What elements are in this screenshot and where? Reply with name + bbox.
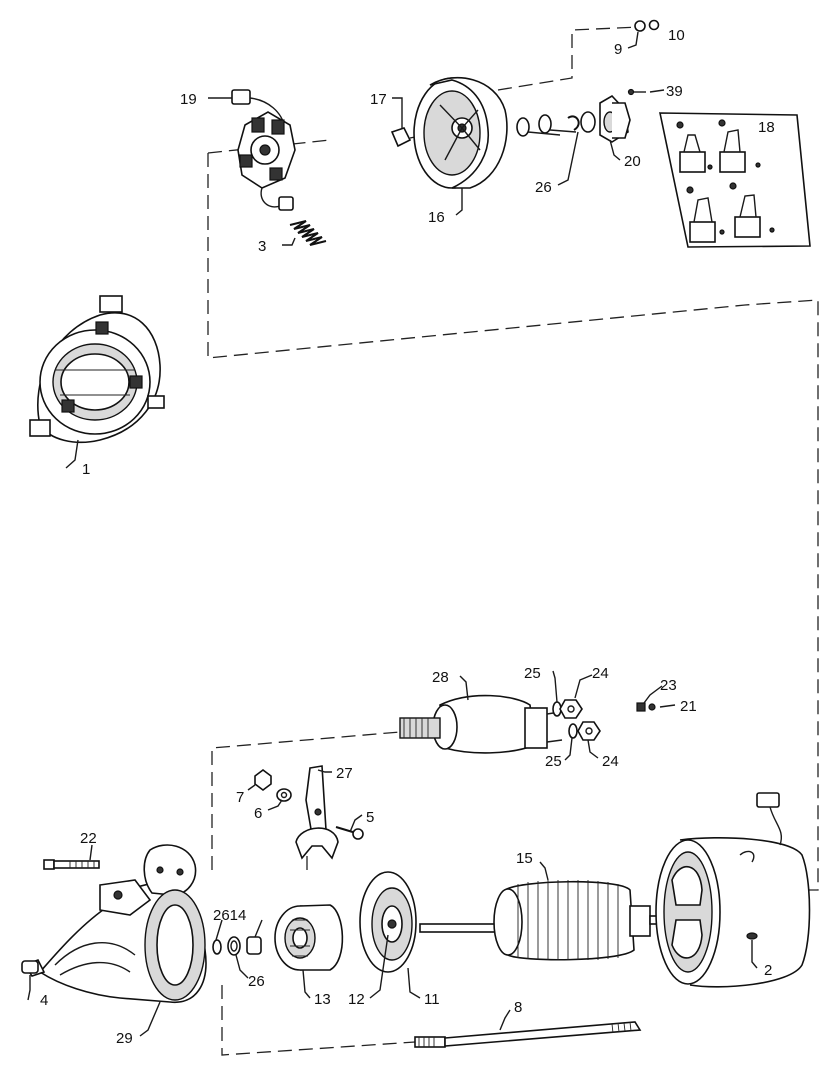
part-13-drive-pinion	[274, 904, 344, 971]
label-26-bottom: 26	[248, 973, 265, 990]
part-4-cap	[21, 960, 39, 974]
part-1-brush-holder	[29, 295, 165, 444]
label-4: 4	[40, 992, 48, 1009]
part-16-end-frame	[413, 77, 508, 189]
label-28: 28	[432, 669, 449, 686]
label-6: 6	[254, 805, 262, 822]
label-9: 9	[614, 41, 622, 58]
parts-14-26-washers	[212, 936, 262, 956]
label-25-top: 25	[524, 665, 541, 682]
label-10: 10	[668, 27, 685, 44]
part-8-through-bolt	[414, 1021, 642, 1048]
label-12: 12	[348, 991, 365, 1008]
label-27: 27	[336, 765, 353, 782]
part-22-bolt	[43, 859, 100, 870]
label-8: 8	[514, 999, 522, 1016]
part-15-armature	[419, 880, 666, 961]
label-5: 5	[366, 809, 374, 826]
label-22: 22	[80, 830, 97, 847]
label-1: 1	[82, 461, 90, 478]
label-13: 13	[314, 991, 331, 1008]
part-28-solenoid	[399, 694, 563, 754]
label-26-top: 26	[535, 179, 552, 196]
label-25-bottom: 25	[545, 753, 562, 770]
label-11: 11	[424, 991, 440, 1008]
label-21: 21	[680, 698, 697, 715]
part-29-drive-housing	[23, 844, 207, 1004]
part-11-12-intermediate-plate	[359, 871, 417, 973]
part-19-brush-plate	[231, 89, 296, 211]
label-15: 15	[516, 850, 533, 867]
leader-lines	[27, 31, 758, 1037]
label-2: 2	[764, 962, 772, 979]
label-18: 18	[758, 119, 775, 136]
part-3-spring	[289, 220, 327, 246]
label-24-top: 24	[592, 665, 609, 682]
label-3: 3	[258, 238, 266, 255]
parts-26-20-washers-cap	[516, 19, 660, 143]
part-18-brush-kit	[659, 112, 811, 248]
part-2-yoke	[655, 792, 811, 988]
part-17-bushing	[390, 127, 421, 148]
parts-5-7-27-lever	[254, 765, 364, 860]
parts-21-25-nuts-washers	[552, 699, 656, 741]
label-16: 16	[428, 209, 445, 226]
label-29: 29	[116, 1030, 133, 1047]
label-39: 39	[666, 83, 683, 100]
label-19: 19	[180, 91, 197, 108]
part-labels: 19 17 16 3 1 9 10 39 18 20 26 28 25 24 2…	[40, 27, 775, 1047]
label-17: 17	[370, 91, 387, 108]
label-23: 23	[660, 677, 677, 694]
label-20: 20	[624, 153, 641, 170]
label-2614: 2614	[213, 907, 246, 924]
label-7: 7	[236, 789, 244, 806]
label-24-bottom: 24	[602, 753, 619, 770]
